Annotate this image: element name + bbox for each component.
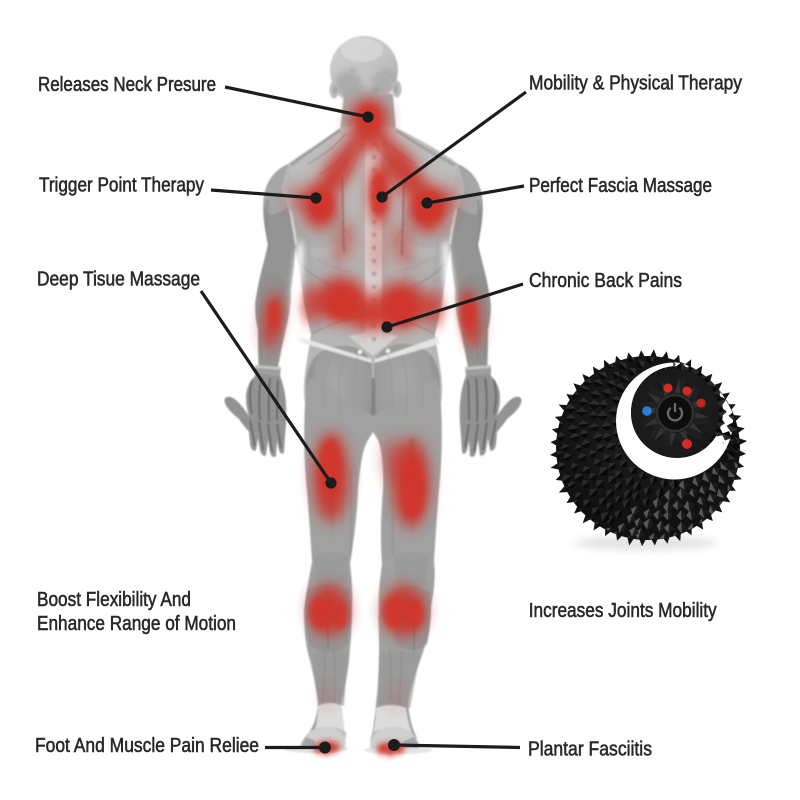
svg-text:Boost Flexibility And: Boost Flexibility And — [37, 589, 191, 611]
svg-text:Releases Neck Presure: Releases Neck Presure — [38, 74, 216, 96]
svg-text:Deep Tisue Massage: Deep Tisue Massage — [37, 268, 200, 290]
svg-text:Plantar Fasciitis: Plantar Fasciitis — [528, 738, 652, 760]
svg-text:Mobility & Physical Therapy: Mobility & Physical Therapy — [529, 72, 742, 94]
svg-text:Enhance Range of Motion: Enhance Range of Motion — [37, 613, 236, 635]
svg-text:Increases Joints Mobility: Increases Joints Mobility — [529, 600, 717, 622]
svg-text:Perfect Fascia Massage: Perfect Fascia Massage — [529, 175, 712, 197]
svg-text:Trigger Point Therapy: Trigger Point Therapy — [39, 174, 204, 196]
svg-text:Chronic Back Pains: Chronic Back Pains — [529, 270, 682, 292]
svg-text:Foot And Muscle Pain Reliee: Foot And Muscle Pain Reliee — [35, 735, 259, 757]
